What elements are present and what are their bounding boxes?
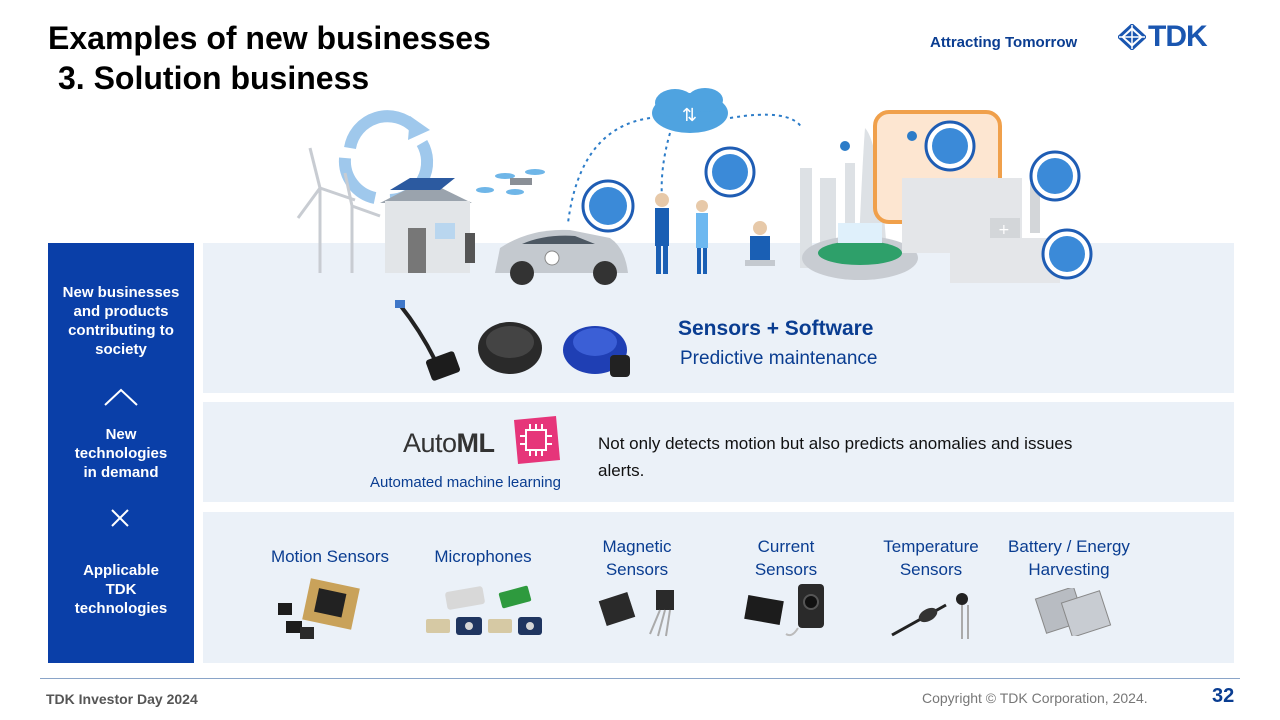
logo-text: TDK — [1148, 20, 1208, 53]
solution-title: Sensors + Software — [678, 317, 874, 340]
scanner-bubble-icon — [1041, 228, 1093, 280]
tdk-logo-icon — [1118, 24, 1146, 50]
svg-text:⇅: ⇅ — [682, 105, 697, 126]
footer-event: TDK Investor Day 2024 — [46, 691, 198, 707]
cable-sensor-icon — [395, 300, 461, 381]
solar-house-icon — [380, 178, 475, 273]
smart-society-illustration: ⇅ + — [296, 88, 1093, 285]
layer-label-technologies: New technologies in demand — [74, 426, 168, 481]
motion-sensor-chips-image — [278, 578, 360, 639]
tablet-bubble-icon — [581, 179, 635, 233]
svg-text:+: + — [998, 222, 1010, 238]
automl-logo-light: Auto — [403, 428, 457, 458]
electric-car-icon — [495, 229, 628, 285]
tech-label-microphones: Microphones — [434, 547, 532, 566]
automl-chip-icon — [514, 416, 560, 464]
microphone-chips-image — [426, 585, 542, 635]
automl-band — [203, 402, 1234, 502]
blue-sensor-module-icon — [563, 326, 630, 377]
sensor-devices-image — [395, 300, 630, 381]
temperature-sensor-image — [891, 593, 969, 639]
robot-bubble-icon — [1029, 150, 1081, 202]
cloud-icon: ⇅ — [652, 88, 728, 133]
brand-tagline: Attracting Tomorrow — [930, 34, 1078, 51]
automl-logo-bold: ML — [456, 428, 495, 458]
wind-turbine-icon — [296, 147, 381, 273]
chevron-up-icon — [104, 388, 138, 406]
footer-copyright: Copyright © TDK Corporation, 2024. — [922, 690, 1148, 706]
automl-description: Not only detects motion but also predict… — [598, 434, 1073, 480]
tech-label-magnetic-sensors: Magnetic Sensors — [602, 537, 672, 579]
tech-label-battery-energy-harvesting: Battery / Energy Harvesting — [1008, 537, 1130, 579]
footer-divider — [40, 678, 1240, 679]
magnetic-sensor-chips-image — [598, 590, 674, 637]
layer-label-society: New businesses and products contributing… — [62, 284, 180, 358]
solution-subtitle: Predictive maintenance — [680, 348, 878, 369]
dark-sensor-module-icon — [478, 322, 542, 374]
hospital-icon: + — [950, 218, 1060, 283]
page-title: Examples of new businesses — [48, 20, 491, 56]
factory-icon — [873, 110, 1040, 253]
page-subtitle: 3. Solution business — [58, 60, 370, 96]
layer-label-tdk-tech: Applicable TDK technologies — [74, 562, 168, 617]
technologies-band — [203, 512, 1234, 663]
page-number: 32 — [1212, 685, 1235, 707]
multiply-icon — [111, 509, 129, 527]
people-icon — [655, 193, 775, 274]
tdk-logo: TDK — [1118, 20, 1208, 53]
battery-cells-image — [1034, 588, 1112, 636]
tech-label-motion-sensors: Motion Sensors — [270, 547, 390, 566]
tech-label-temperature-sensors: Temperature Sensors — [883, 537, 979, 579]
current-sensor-chips-image — [744, 584, 824, 637]
stadium-icon — [802, 223, 918, 280]
automl-logo-text: AutoML — [403, 428, 495, 459]
layer-column: New businesses and products contributing… — [48, 243, 194, 663]
automl-caption: Automated machine learning — [370, 474, 561, 491]
tech-label-current-sensors: Current Sensors — [754, 537, 818, 579]
doctor-bubble-icon — [704, 146, 756, 198]
drone-icon — [476, 169, 545, 195]
